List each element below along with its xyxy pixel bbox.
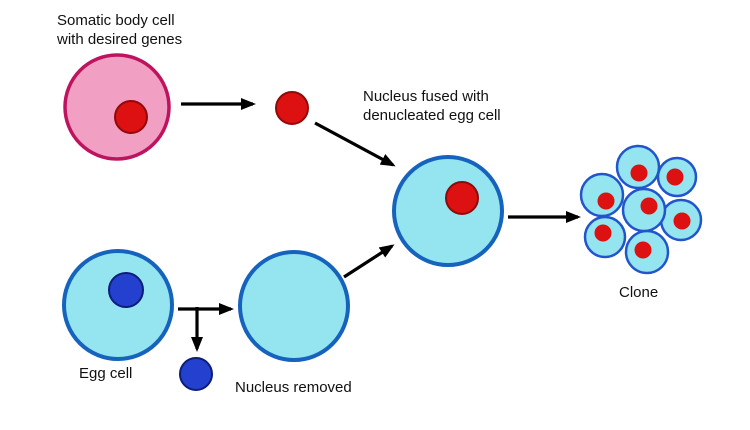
somatic-cell-body bbox=[63, 53, 171, 161]
somatic-nucleus bbox=[114, 100, 148, 134]
clone-nucleus bbox=[594, 224, 612, 242]
clone-nucleus bbox=[630, 164, 648, 182]
arrow-denucleated-to-fused-cell bbox=[343, 244, 395, 279]
somatic-cell bbox=[63, 53, 171, 161]
clone-nucleus bbox=[597, 192, 615, 210]
fused-label-line2: denucleated egg cell bbox=[363, 107, 501, 124]
fused-cell-body bbox=[392, 155, 504, 267]
egg-cell-label: Egg cell bbox=[79, 365, 132, 382]
clone-nucleus bbox=[666, 168, 684, 186]
somatic-label-line1: Somatic body cell bbox=[57, 12, 175, 29]
denucleated-cell bbox=[238, 250, 350, 362]
clone-nucleus bbox=[673, 212, 691, 230]
egg-cell bbox=[62, 249, 174, 361]
fused-label-line1: Nucleus fused with bbox=[363, 88, 489, 105]
somatic-label-line2: with desired genes bbox=[56, 31, 182, 48]
clone-cluster bbox=[579, 144, 703, 275]
egg-nucleus bbox=[108, 272, 144, 308]
removed-nucleus bbox=[179, 357, 213, 391]
fused-cell bbox=[392, 155, 504, 267]
nucleus-removed-label: Nucleus removed bbox=[235, 379, 352, 396]
extracted-nucleus bbox=[275, 91, 309, 125]
clone-label: Clone bbox=[619, 284, 658, 301]
fused-nucleus bbox=[445, 181, 479, 215]
arrow-nucleus-to-fused-cell bbox=[314, 121, 396, 167]
clone-nucleus bbox=[640, 197, 658, 215]
clone-nucleus bbox=[634, 241, 652, 259]
